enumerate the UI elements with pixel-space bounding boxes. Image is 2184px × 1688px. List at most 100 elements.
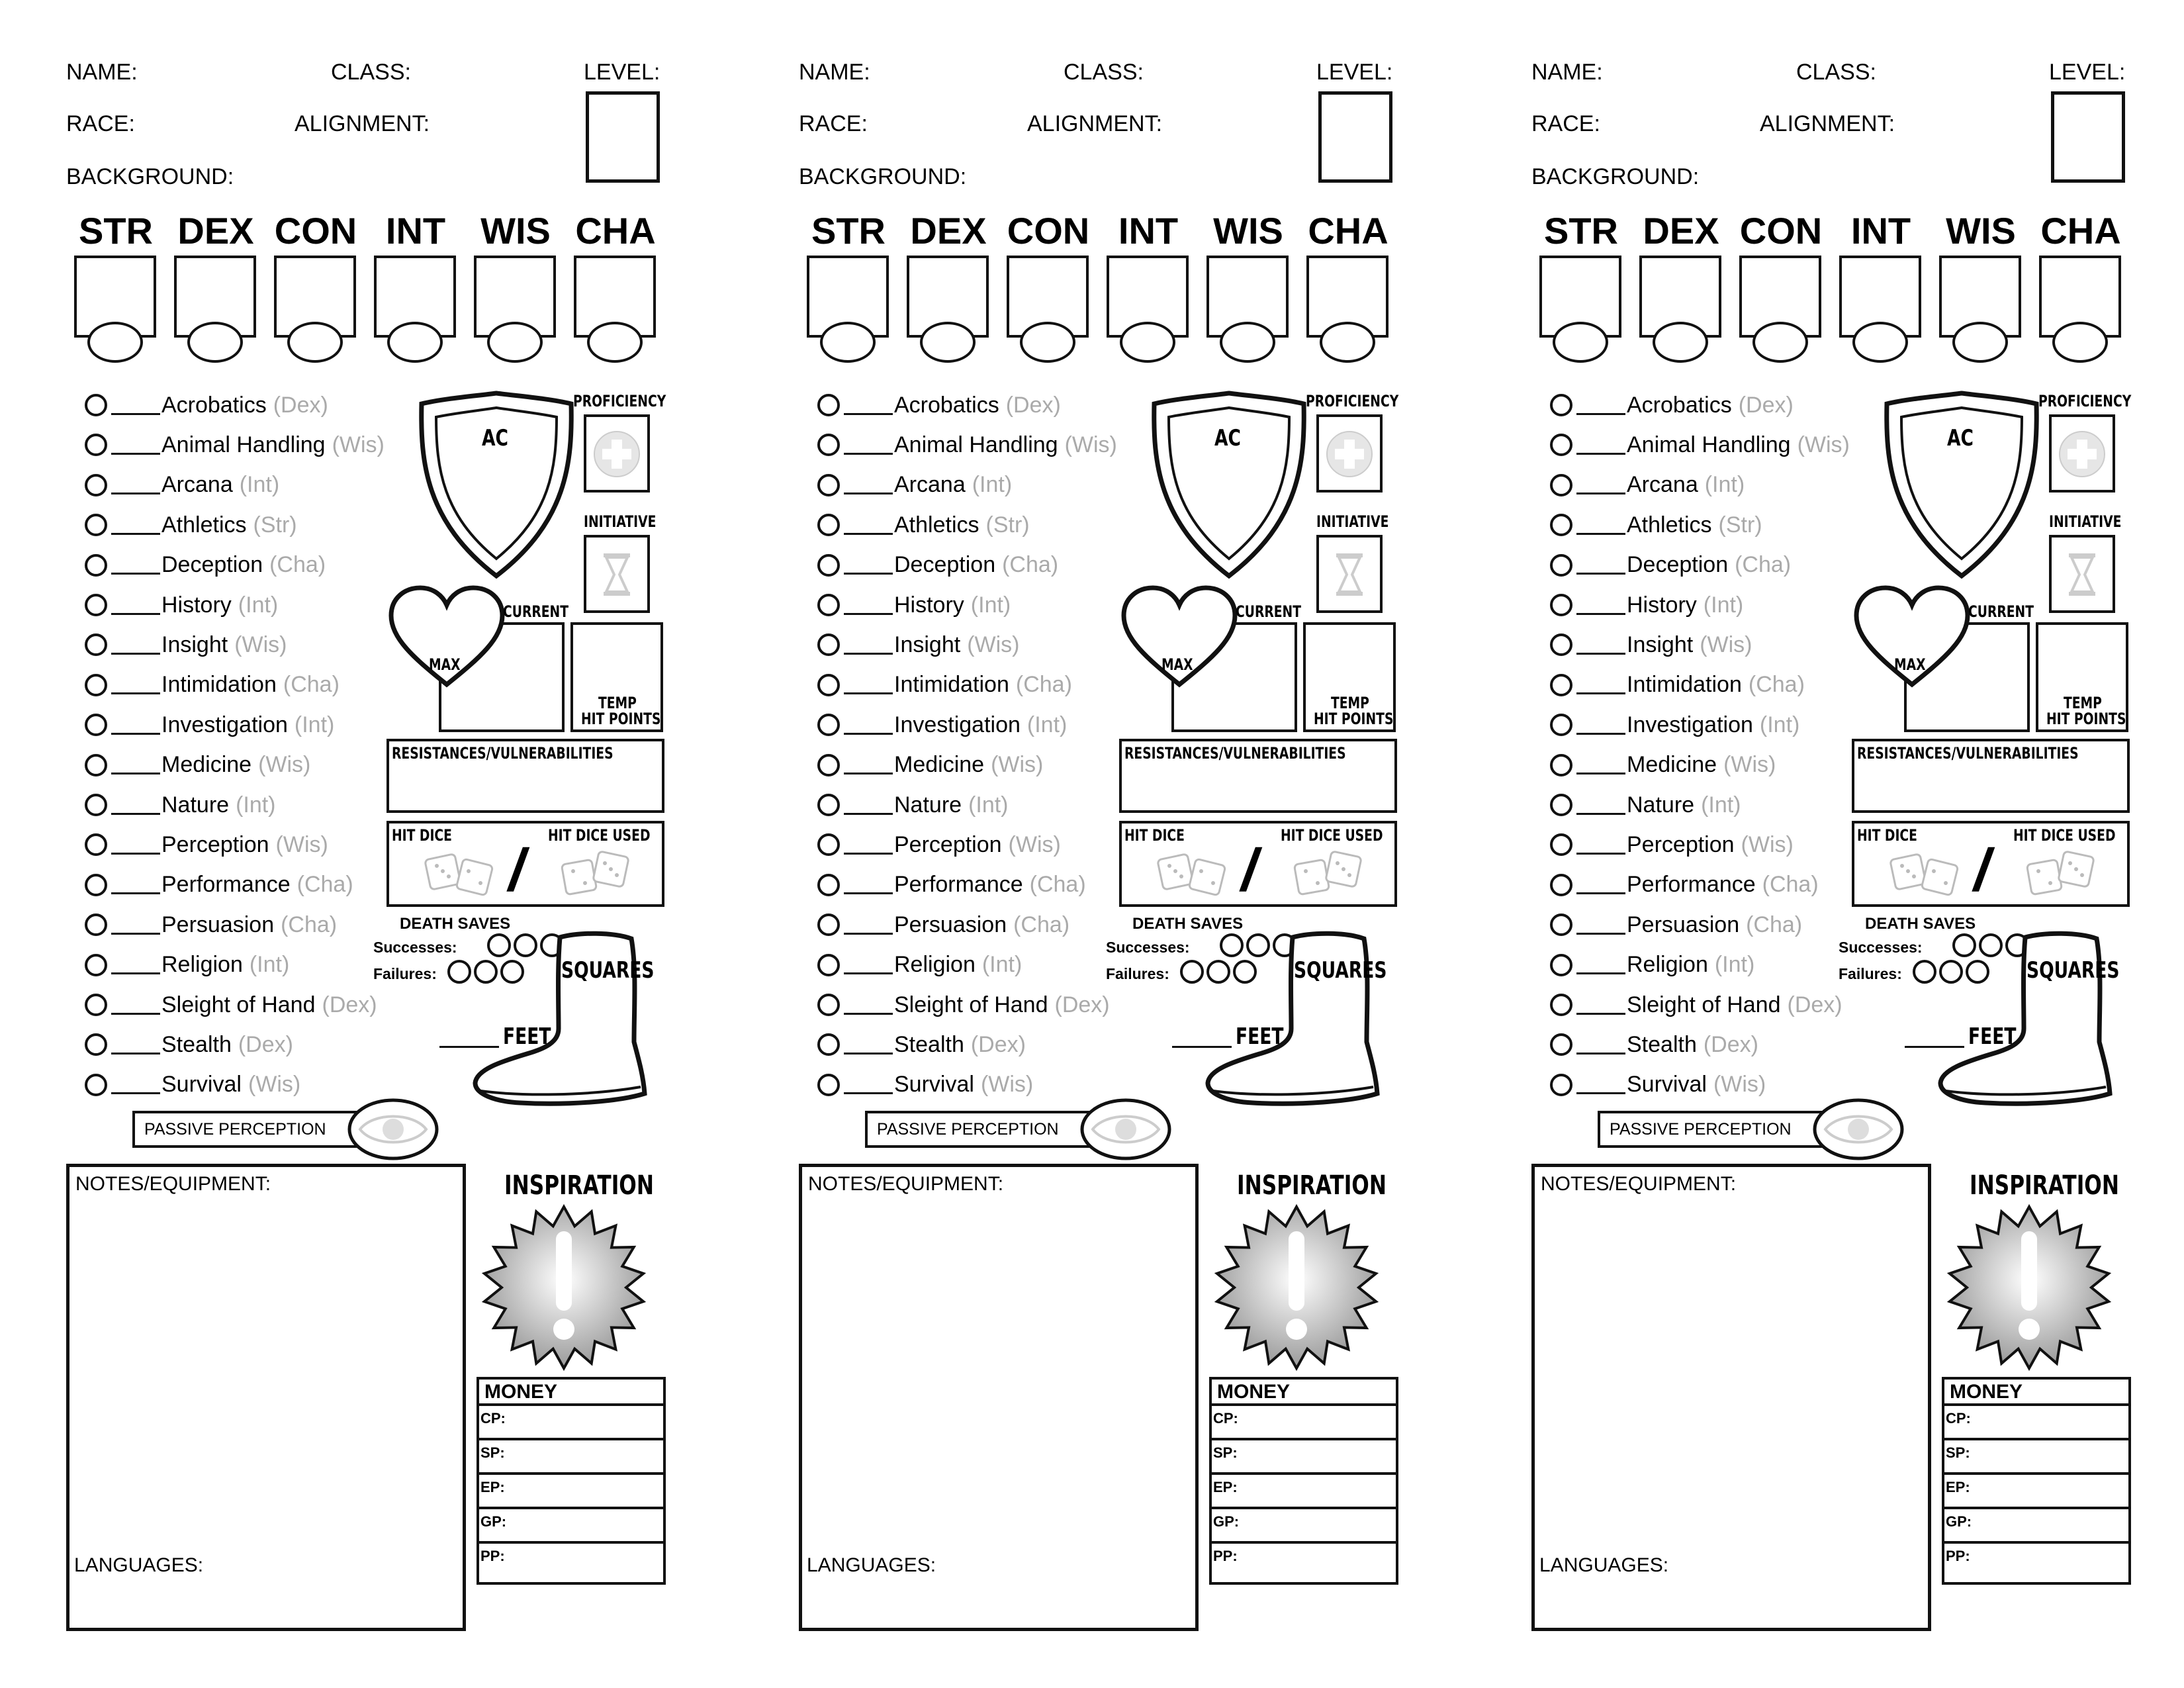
failure-checkbox[interactable] (1180, 960, 1204, 984)
skill-bonus-field[interactable] (844, 755, 893, 775)
skill-bonus-field[interactable] (111, 596, 160, 615)
skill-bonus-field[interactable] (844, 915, 893, 935)
skill-bonus-field[interactable] (1576, 675, 1625, 695)
proficiency-checkbox[interactable] (85, 633, 107, 657)
skill-bonus-field[interactable] (1576, 596, 1625, 615)
skill-bonus-field[interactable] (844, 516, 893, 535)
skill-bonus-field[interactable] (111, 875, 160, 895)
skill-bonus-field[interactable] (844, 436, 893, 455)
stat-modifier-oval[interactable] (387, 322, 443, 363)
skill-bonus-field[interactable] (844, 835, 893, 855)
skill-bonus-field[interactable] (844, 955, 893, 975)
stat-modifier-oval[interactable] (487, 322, 543, 363)
failure-checkbox[interactable] (500, 960, 524, 984)
proficiency-checkbox[interactable] (1550, 714, 1572, 737)
success-checkbox[interactable] (487, 933, 511, 957)
proficiency-checkbox[interactable] (817, 994, 840, 1016)
proficiency-checkbox[interactable] (85, 514, 107, 537)
proficiency-checkbox[interactable] (1550, 994, 1572, 1016)
skill-bonus-field[interactable] (844, 596, 893, 615)
proficiency-checkbox[interactable] (817, 1073, 840, 1096)
proficiency-checkbox[interactable] (817, 794, 840, 816)
skill-bonus-field[interactable] (1576, 955, 1625, 975)
stat-score-box[interactable] (1539, 256, 1621, 338)
stat-modifier-oval[interactable] (1220, 322, 1275, 363)
proficiency-checkbox[interactable] (1550, 1073, 1572, 1096)
stat-modifier-oval[interactable] (1020, 322, 1075, 363)
skill-bonus-field[interactable] (844, 1035, 893, 1055)
proficiency-checkbox[interactable] (1550, 553, 1572, 577)
stat-modifier-oval[interactable] (920, 322, 976, 363)
level-box[interactable] (1318, 91, 1392, 183)
proficiency-checkbox[interactable] (1550, 914, 1572, 937)
proficiency-checkbox[interactable] (817, 514, 840, 537)
skill-bonus-field[interactable] (844, 875, 893, 895)
skill-bonus-field[interactable] (844, 716, 893, 735)
proficiency-checkbox[interactable] (817, 833, 840, 857)
skill-bonus-field[interactable] (844, 796, 893, 815)
money-row[interactable]: SP: (1942, 1438, 2131, 1472)
money-row[interactable]: GP: (1942, 1507, 2131, 1541)
proficiency-checkbox[interactable] (85, 473, 107, 496)
skill-bonus-field[interactable] (111, 436, 160, 455)
skill-bonus-field[interactable] (111, 996, 160, 1015)
stat-modifier-oval[interactable] (1752, 322, 1808, 363)
skill-bonus-field[interactable] (844, 475, 893, 495)
proficiency-box[interactable] (584, 414, 650, 492)
failure-checkbox[interactable] (447, 960, 471, 984)
skill-bonus-field[interactable] (1576, 635, 1625, 655)
speed-feet-field[interactable] (439, 1030, 499, 1048)
proficiency-checkbox[interactable] (817, 873, 840, 896)
stat-modifier-oval[interactable] (1553, 322, 1608, 363)
temp-hp-box[interactable] (570, 622, 663, 732)
skill-bonus-field[interactable] (111, 955, 160, 975)
proficiency-checkbox[interactable] (817, 633, 840, 657)
money-row[interactable]: SP: (477, 1438, 666, 1472)
temp-hp-box[interactable] (2036, 622, 2128, 732)
money-row[interactable]: GP: (477, 1507, 666, 1541)
initiative-box[interactable] (584, 535, 650, 613)
resistances-box[interactable] (387, 739, 664, 813)
skill-bonus-field[interactable] (844, 1075, 893, 1095)
notes-equipment-box[interactable] (799, 1164, 1199, 1631)
skill-bonus-field[interactable] (1576, 555, 1625, 575)
skill-bonus-field[interactable] (1576, 996, 1625, 1015)
proficiency-checkbox[interactable] (817, 394, 840, 416)
proficiency-checkbox[interactable] (817, 473, 840, 496)
success-checkbox[interactable] (1220, 933, 1244, 957)
proficiency-checkbox[interactable] (1550, 514, 1572, 537)
skill-bonus-field[interactable] (111, 475, 160, 495)
success-checkbox[interactable] (514, 933, 537, 957)
proficiency-checkbox[interactable] (817, 953, 840, 976)
skill-bonus-field[interactable] (1576, 516, 1625, 535)
proficiency-checkbox[interactable] (817, 673, 840, 696)
money-row[interactable]: SP: (1209, 1438, 1398, 1472)
passive-perception-box[interactable] (1598, 1111, 1829, 1148)
stat-modifier-oval[interactable] (187, 322, 243, 363)
stat-modifier-oval[interactable] (1852, 322, 1908, 363)
skill-bonus-field[interactable] (844, 396, 893, 415)
skill-bonus-field[interactable] (1576, 475, 1625, 495)
proficiency-checkbox[interactable] (1550, 394, 1572, 416)
money-row[interactable]: EP: (1209, 1472, 1398, 1507)
money-row[interactable]: CP: (477, 1403, 666, 1438)
proficiency-checkbox[interactable] (817, 553, 840, 577)
proficiency-checkbox[interactable] (85, 914, 107, 937)
proficiency-checkbox[interactable] (1550, 594, 1572, 616)
skill-bonus-field[interactable] (111, 396, 160, 415)
notes-equipment-box[interactable] (1531, 1164, 1931, 1631)
initiative-box[interactable] (2049, 535, 2115, 613)
proficiency-checkbox[interactable] (85, 794, 107, 816)
money-row[interactable]: CP: (1209, 1403, 1398, 1438)
stat-modifier-oval[interactable] (587, 322, 643, 363)
skill-bonus-field[interactable] (1576, 1035, 1625, 1055)
skill-bonus-field[interactable] (844, 555, 893, 575)
success-checkbox[interactable] (1246, 933, 1270, 957)
proficiency-checkbox[interactable] (85, 873, 107, 896)
proficiency-checkbox[interactable] (817, 753, 840, 776)
skill-bonus-field[interactable] (111, 516, 160, 535)
stat-modifier-oval[interactable] (820, 322, 876, 363)
proficiency-checkbox[interactable] (1550, 473, 1572, 496)
money-row[interactable]: PP: (1942, 1541, 2131, 1575)
stat-modifier-oval[interactable] (1952, 322, 2008, 363)
